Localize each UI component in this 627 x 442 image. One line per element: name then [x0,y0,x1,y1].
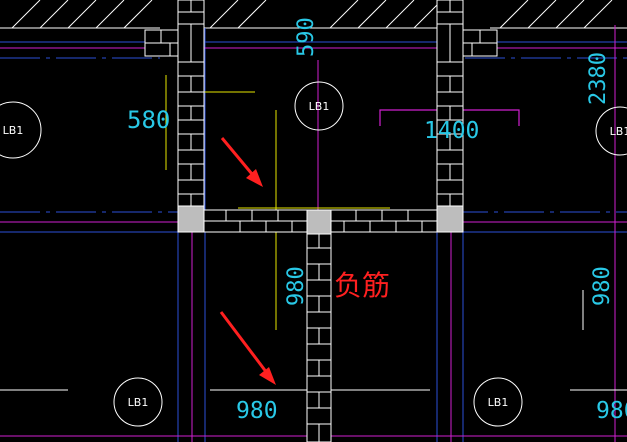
arrow-top-icon [220,137,263,187]
svg-text:LB1: LB1 [128,396,149,409]
slab-label-3[interactable]: LB1 [595,106,627,156]
slab-label-5[interactable]: LB1 [473,377,523,427]
svg-text:LB1: LB1 [3,124,24,137]
svg-text:LB1: LB1 [488,396,509,409]
dimension-590: 590 [294,17,319,57]
column-left [177,205,205,233]
structural-columns [177,205,464,235]
dimension-980-vertical-left: 980 [284,266,309,306]
column-center [306,209,332,235]
slab-labels: LB1 LB1 LB1 LB1 LB1 [0,81,627,427]
dimension-980-vertical-right: 980 [590,266,615,306]
annotation-label: 负筋 [334,269,390,302]
slab-label-1[interactable]: LB1 [0,101,42,159]
arrow-bottom-icon [219,311,276,385]
slab-label-2[interactable]: LB1 [294,81,344,131]
dimension-texts: 590 2380 580 1400 980 980 980 980 [127,17,627,424]
svg-text:LB1: LB1 [610,125,627,138]
wall-center-vertical [306,231,332,442]
dimension-580: 580 [127,106,170,134]
slab-label-4[interactable]: LB1 [113,377,163,427]
dimension-980-horizontal: 980 [236,398,278,424]
wall-left-vertical [144,0,205,211]
dimension-1400: 1400 [424,118,479,144]
column-right [436,205,464,233]
dimension-980-bottom-right: 980 [596,398,627,424]
top-wall-band [0,0,627,29]
annotation-arrows [219,137,276,385]
dimension-2380: 2380 [586,52,611,105]
wall-right-vertical [436,0,498,211]
svg-text:LB1: LB1 [309,100,330,113]
